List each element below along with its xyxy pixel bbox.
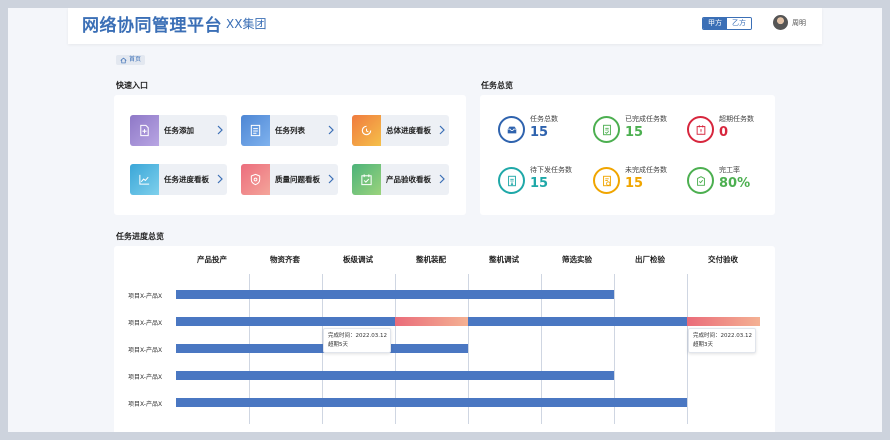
quick-entry-task-add[interactable]: 任务添加: [130, 115, 227, 146]
inbox-icon: [507, 126, 516, 133]
home-icon: [120, 57, 127, 63]
gantt-overdue-segment[interactable]: [687, 317, 760, 326]
document-pending-icon: [602, 175, 611, 186]
gantt-progress-bar[interactable]: [176, 290, 614, 299]
progress-refresh-icon: [361, 125, 372, 136]
gantt-stage-header: 整机装配: [416, 255, 446, 264]
tooltip-overdue-days: 超期5天: [328, 342, 348, 348]
gantt-divider: [468, 274, 469, 424]
gantt-stage-header: 板级调试: [343, 255, 373, 264]
overview-value: 15: [530, 125, 549, 140]
party-toggle: 甲方 乙方: [702, 17, 752, 30]
chevron-right-icon: [439, 125, 445, 135]
chevron-right-icon: [328, 174, 334, 184]
gantt-divider: [687, 274, 688, 424]
quick-entry-label: 总体进度看板: [386, 126, 431, 135]
overview-value: 15: [625, 125, 644, 140]
quick-entry-overall-progress[interactable]: 总体进度看板: [352, 115, 449, 146]
overview-total-tasks[interactable]: 任务总数 15: [498, 114, 588, 150]
document-check-icon: [602, 124, 611, 135]
breadcrumb[interactable]: 首页: [116, 55, 146, 65]
breadcrumb-home[interactable]: 首页: [129, 56, 142, 63]
gantt-title: 任务进度总览: [116, 232, 164, 241]
chevron-right-icon: [328, 125, 334, 135]
overview-label: 未完成任务数: [625, 166, 667, 174]
overview-label: 已完成任务数: [625, 115, 667, 123]
gantt-stage-header: 整机调试: [489, 255, 519, 264]
quick-entry-label: 质量问题看板: [275, 175, 320, 184]
gantt-tooltip: 完成时间：2022.03.12 超期5天: [323, 328, 391, 353]
gantt-row-label: 项目X-产品X: [128, 347, 163, 354]
gantt-row-label: 项目X-产品X: [128, 293, 163, 300]
chevron-right-icon: [217, 125, 223, 135]
gantt-overdue-segment[interactable]: [395, 317, 468, 326]
gantt-row-label: 项目X-产品X: [128, 401, 163, 408]
avatar[interactable]: [773, 15, 788, 30]
quick-entry-label: 任务添加: [164, 126, 194, 135]
quick-entry-quality-issues[interactable]: 质量问题看板: [241, 164, 338, 195]
overview-overdue-tasks[interactable]: 超期任务数 0: [687, 114, 777, 150]
list-icon: [250, 124, 261, 137]
gantt-row-label: 项目X-产品X: [128, 374, 163, 381]
gantt-progress-bar[interactable]: [176, 371, 614, 380]
tooltip-overdue-days: 超期3天: [693, 342, 713, 348]
platform-title: 网络协同管理平台: [82, 16, 222, 36]
overdue-calendar-icon: [696, 124, 705, 135]
gantt-stage-header: 交付验收: [708, 255, 738, 264]
overview-value: 15: [625, 176, 644, 191]
overview-card: 任务总数 15 已完成任务数 15 超期任务数 0 待下发任务数 15: [480, 95, 775, 215]
chevron-right-icon: [439, 174, 445, 184]
app-window: 网络协同管理平台 XX集团 甲方 乙方 周明 首页 快速入口 任务添加 任务列表: [8, 8, 882, 432]
document-send-icon: [507, 175, 516, 186]
quick-entry-card: 任务添加 任务列表 总体进度看板 任务进度看板: [114, 95, 466, 215]
gantt-progress-bar[interactable]: [176, 344, 468, 353]
add-file-icon: [140, 124, 149, 137]
quick-entry-task-progress[interactable]: 任务进度看板: [130, 164, 227, 195]
party-b-button[interactable]: 乙方: [727, 18, 751, 29]
trend-chart-icon: [139, 174, 150, 185]
company-name: XX集团: [226, 17, 267, 31]
overview-title: 任务总览: [481, 81, 513, 90]
gantt-stage-header: 产品投产: [197, 255, 227, 264]
quick-entry-label: 任务列表: [275, 126, 305, 135]
overview-unfinished-tasks[interactable]: 未完成任务数 15: [593, 165, 683, 201]
gantt-card: 产品投产 物资齐套 板级调试 整机装配 整机调试 筛选实验 出厂检验 交付验收项目X-产品X 项…: [114, 246, 775, 432]
overview-value: 0: [719, 125, 729, 140]
overview-completion-rate[interactable]: 完工率 80%: [687, 165, 777, 201]
gantt-progress-bar[interactable]: [176, 398, 687, 407]
quick-entry-label: 任务进度看板: [164, 175, 209, 184]
gantt-progress-bar[interactable]: [176, 317, 760, 326]
chevron-right-icon: [217, 174, 223, 184]
gantt-tooltip: 完成时间：2022.03.12 超期3天: [688, 328, 756, 353]
overview-value: 80%: [719, 176, 751, 191]
gantt-divider: [614, 274, 615, 424]
tooltip-completion-time: 完成时间：2022.03.12: [693, 333, 752, 339]
tooltip-completion-time: 完成时间：2022.03.12: [328, 333, 387, 339]
quick-entry-label: 产品验收看板: [386, 175, 431, 184]
completion-icon: [696, 175, 705, 186]
overview-value: 15: [530, 176, 549, 191]
overview-pending-dispatch[interactable]: 待下发任务数 15: [498, 165, 588, 201]
calendar-check-icon: [361, 174, 372, 186]
quick-entry-title: 快速入口: [116, 81, 148, 90]
gantt-divider: [541, 274, 542, 424]
top-header: 网络协同管理平台 XX集团 甲方 乙方 周明: [68, 8, 822, 44]
overview-label: 超期任务数: [719, 115, 754, 123]
quick-entry-task-list[interactable]: 任务列表: [241, 115, 338, 146]
overview-label: 任务总数: [530, 115, 558, 123]
party-a-button[interactable]: 甲方: [703, 18, 727, 29]
quick-entry-product-acceptance[interactable]: 产品验收看板: [352, 164, 449, 195]
overview-label: 待下发任务数: [530, 166, 572, 174]
overview-completed-tasks[interactable]: 已完成任务数 15: [593, 114, 683, 150]
gantt-row-label: 项目X-产品X: [128, 320, 163, 327]
overview-label: 完工率: [719, 166, 740, 174]
shield-icon: [250, 173, 261, 186]
gantt-stage-header: 出厂检验: [635, 255, 665, 264]
user-name[interactable]: 周明: [792, 19, 806, 27]
gantt-stage-header: 物资齐套: [270, 255, 300, 264]
gantt-stage-header: 筛选实验: [562, 255, 592, 264]
